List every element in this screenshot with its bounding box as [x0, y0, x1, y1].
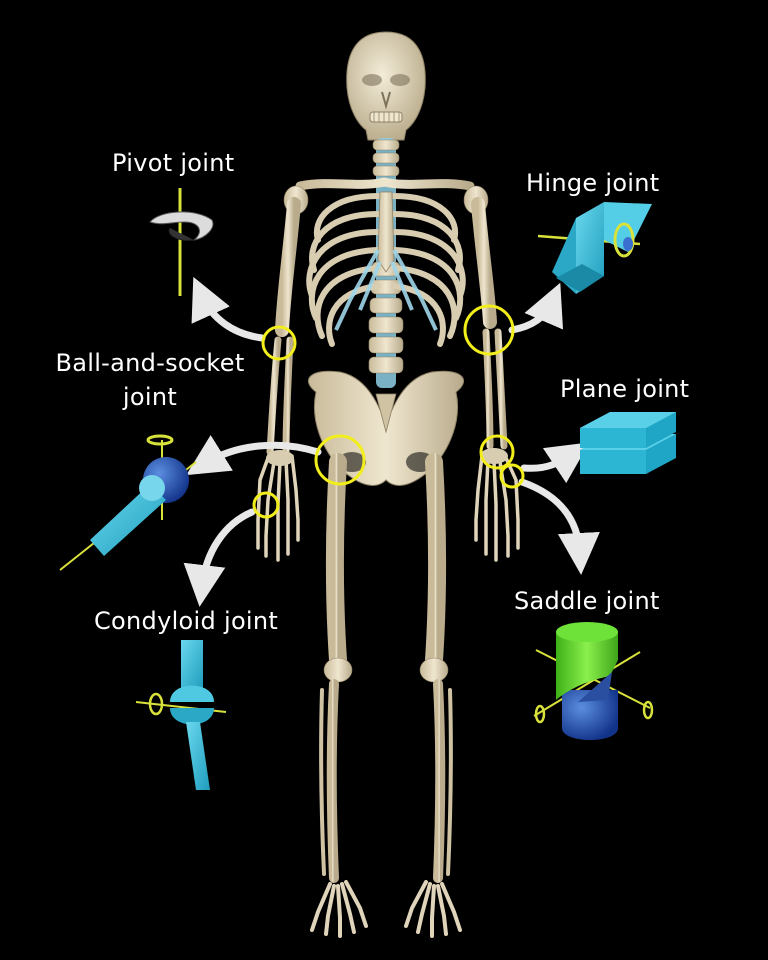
highlight-knuckle-condyloid: [252, 491, 280, 519]
forearm-bones: [266, 328, 508, 456]
label-ball-and-socket-joint: Ball-and-socket joint: [40, 346, 260, 414]
arrow-to-hinge: [508, 282, 564, 334]
feet: [310, 880, 462, 938]
condyloid-joint-model-icon: [135, 640, 227, 790]
pivot-joint-model-icon: [149, 188, 214, 296]
left-knee: [323, 657, 353, 683]
skeleton: [256, 31, 520, 938]
highlight-elbow-pivot: [261, 325, 297, 361]
highlight-elbow-hinge: [463, 304, 515, 356]
clavicles: [295, 177, 475, 191]
hinge-joint-model-icon: [537, 202, 652, 294]
arrows: [183, 276, 600, 607]
arrow-to-condyloid: [183, 508, 256, 607]
plane-joint-model-icon: [580, 412, 676, 474]
label-hinge-joint: Hinge joint: [526, 169, 660, 197]
label-saddle-joint: Saddle joint: [514, 587, 660, 615]
highlight-hip-ball: [314, 434, 366, 486]
right-knee: [419, 657, 449, 683]
label-ball-line1: Ball-and-socket: [55, 349, 245, 377]
lower-leg-bones: [326, 679, 446, 883]
costal-cartilage: [334, 249, 438, 331]
arrow-to-plane: [520, 442, 590, 484]
ball-and-socket-joint-model-icon: [59, 434, 197, 571]
skull: [346, 31, 426, 141]
saddle-joint-model-icon: [533, 622, 654, 740]
left-humerus: [275, 197, 301, 337]
highlight-thumb-saddle: [499, 463, 525, 489]
right-femur: [425, 453, 446, 669]
arrow-to-saddle: [518, 478, 600, 575]
label-ball-line2: joint: [122, 383, 178, 411]
left-femur: [326, 453, 347, 669]
label-condyloid-joint: Condyloid joint: [94, 607, 279, 635]
right-humerus: [471, 197, 497, 329]
label-pivot-joint: Pivot joint: [112, 149, 235, 177]
arrow-to-pivot: [191, 276, 266, 342]
joint-highlights: [252, 304, 525, 519]
highlight-wrist-plane: [479, 434, 515, 470]
rib-cage: [306, 193, 466, 347]
arrow-to-ball-and-socket: [186, 435, 322, 476]
label-plane-joint: Plane joint: [560, 375, 690, 403]
sternum: [377, 191, 395, 273]
